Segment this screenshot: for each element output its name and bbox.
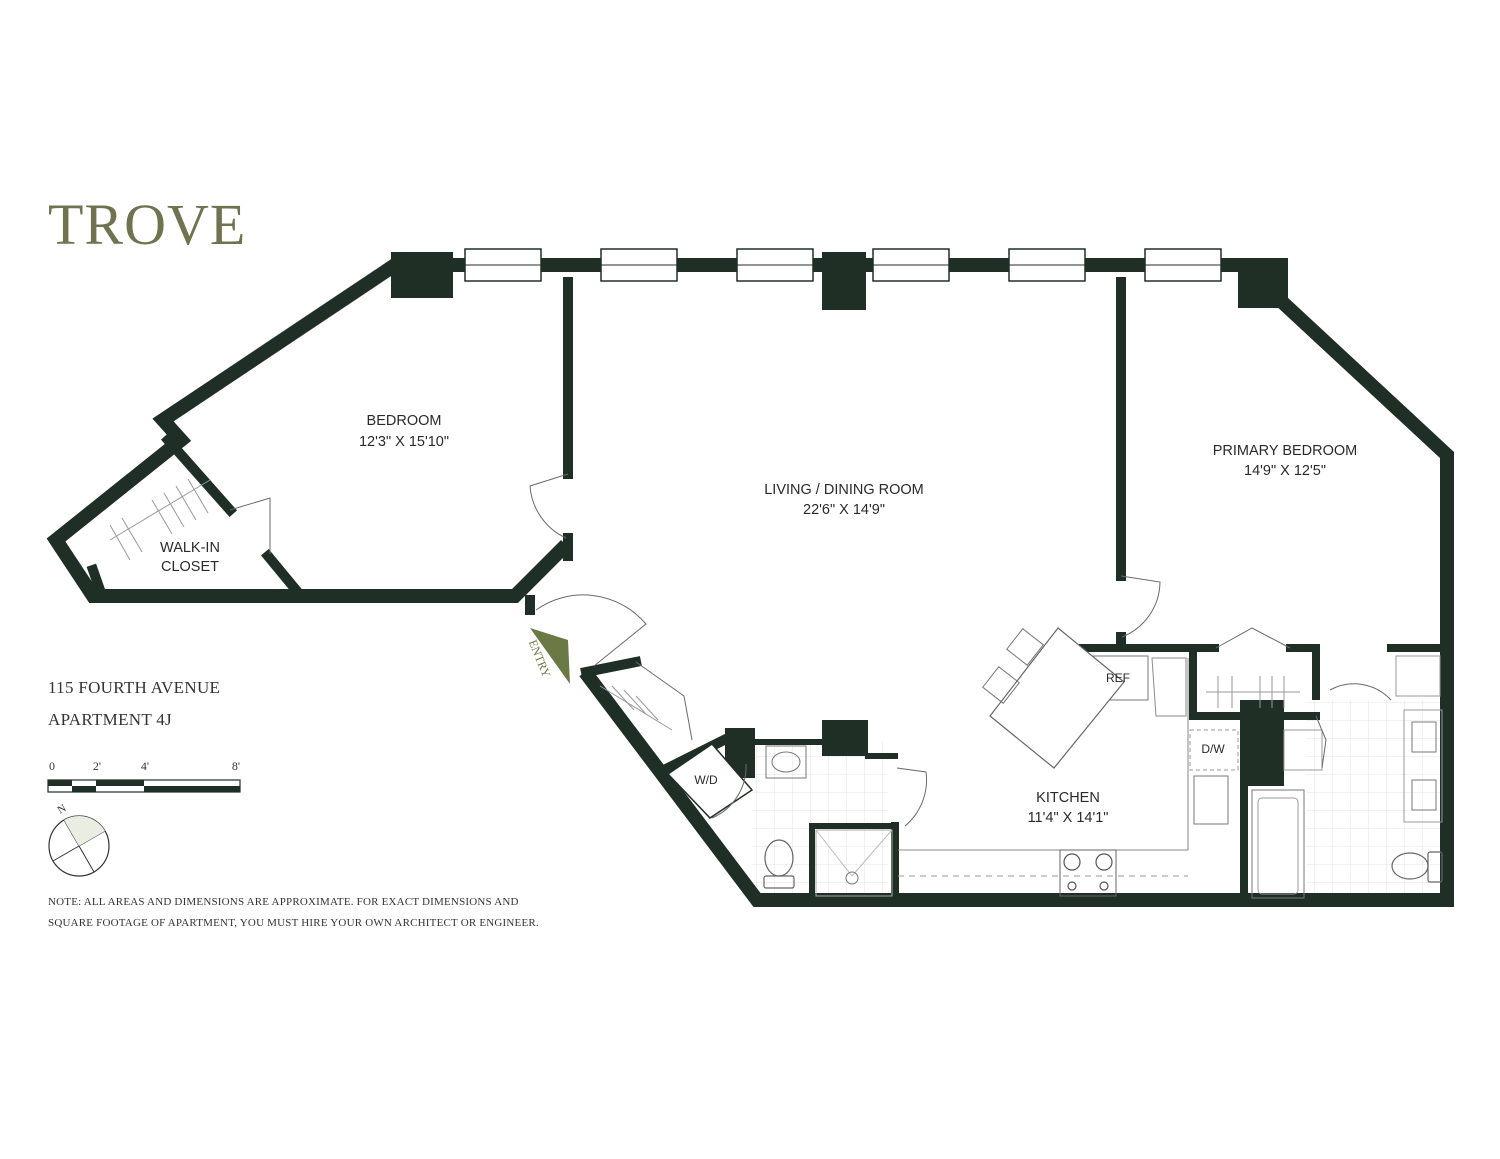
scale-bar: 0 2' 4' 8' — [47, 759, 241, 793]
columns — [391, 252, 1288, 786]
scale-tick-4: 4' — [141, 759, 149, 773]
kitchen-dims: 11'4" X 14'1" — [1028, 810, 1109, 826]
compass-north-label: N — [56, 802, 69, 816]
doors — [229, 473, 1392, 827]
disclaimer-note: NOTE: ALL AREAS AND DIMENSIONS ARE APPRO… — [48, 892, 539, 934]
walkin-name-1: WALK-IN — [160, 540, 220, 556]
walkin-name-2: CLOSET — [161, 559, 219, 575]
scale-tick-0: 0 — [49, 759, 55, 773]
kitchen-island — [982, 627, 1125, 769]
toilet-icon — [763, 839, 795, 889]
toilet-icon — [1391, 851, 1443, 883]
apartment-number: APARTMENT 4J — [48, 710, 172, 729]
living-name: LIVING / DINING ROOM — [764, 482, 924, 498]
scale-tick-8: 8' — [232, 759, 240, 773]
closet-hangers — [109, 478, 1300, 731]
washer-dryer-label: W/D — [694, 773, 718, 787]
windows — [464, 248, 1222, 282]
exterior-walls — [46, 258, 1454, 907]
dishwasher-label: D/W — [1201, 742, 1225, 756]
bedroom-dims: 12'3" X 15'10" — [359, 434, 449, 450]
living-dims: 22'6" X 14'9" — [803, 502, 885, 518]
bedroom-name: BEDROOM — [367, 413, 442, 429]
compass-icon: N — [48, 802, 110, 877]
refrigerator-label: REF — [1106, 671, 1130, 685]
brand-logo: TROVE — [48, 192, 247, 257]
primary-bedroom-dims: 14'9" X 12'5" — [1244, 463, 1326, 479]
entry-marker: ENTRY — [526, 628, 570, 684]
note-line-1: NOTE: ALL AREAS AND DIMENSIONS ARE APPRO… — [48, 896, 519, 908]
primary-bedroom-name: PRIMARY BEDROOM — [1213, 443, 1358, 459]
kitchen-name: KITCHEN — [1036, 790, 1100, 806]
scale-tick-2: 2' — [93, 759, 101, 773]
washer-dryer-icon: W/D — [666, 743, 754, 819]
interior-walls — [86, 277, 1451, 904]
address-line: 115 FOURTH AVENUE — [48, 678, 221, 697]
room-labels: BEDROOM 12'3" X 15'10" WALK-IN CLOSET LI… — [160, 413, 1357, 826]
stove-icon — [1059, 849, 1117, 897]
note-line-2: SQUARE FOOTAGE OF APARTMENT, YOU MUST HI… — [48, 917, 539, 929]
